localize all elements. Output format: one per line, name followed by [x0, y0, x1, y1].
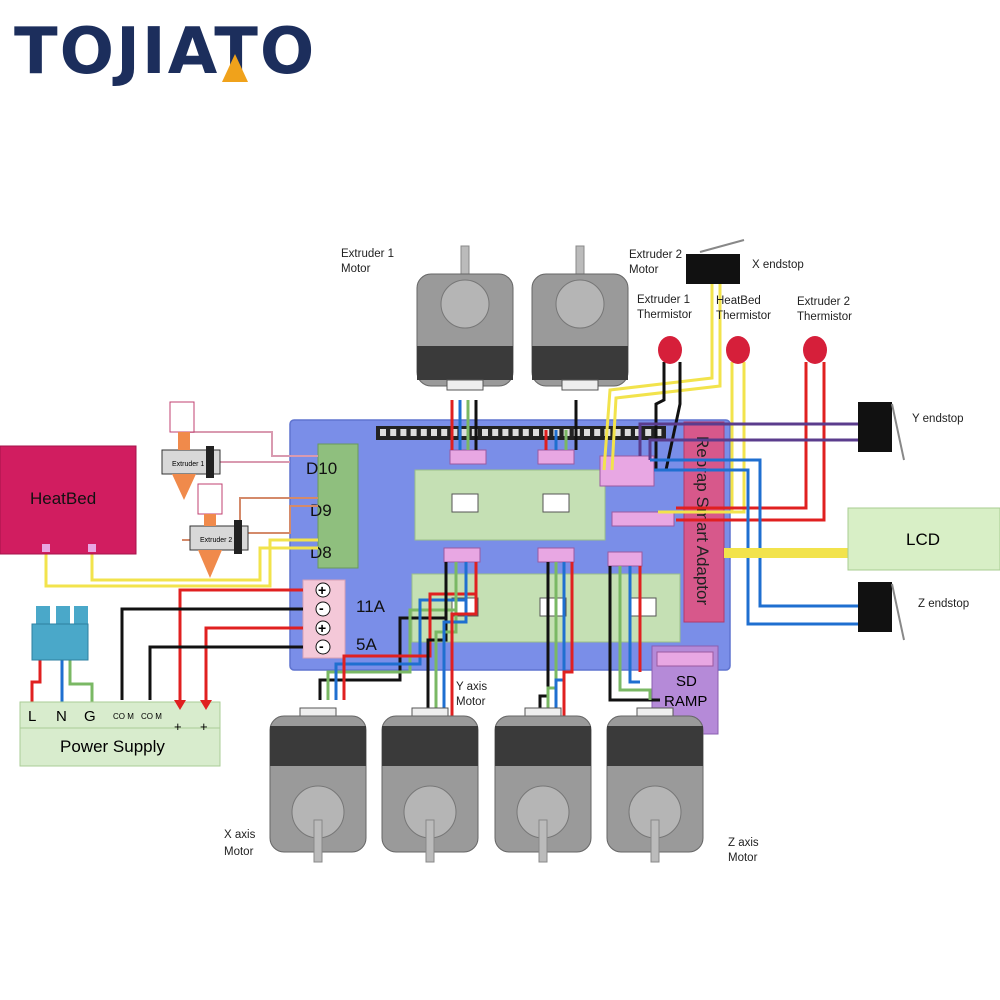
psu-terminal-l: L: [28, 708, 36, 725]
lcd-label: LCD: [906, 530, 940, 549]
header-pin: [584, 429, 590, 436]
power-label-5a: 5A: [356, 635, 377, 654]
ramps-board: D10 D9 D8 + - + - 11A 5A: [289, 419, 731, 671]
y-axis-motor: [381, 707, 479, 863]
y-axis-motor-label-2: Motor: [456, 696, 486, 708]
y-axis-motor-2: [494, 707, 592, 863]
polarity-plus-1: +: [318, 582, 326, 598]
y-axis-motor-label-1: Y axis: [456, 681, 487, 693]
thermistors: [658, 336, 827, 364]
header-pin: [400, 429, 407, 436]
polarity-minus-1: -: [319, 600, 324, 616]
extruder2-motor-label-2: Motor: [629, 264, 659, 276]
power-label-11a: 11A: [356, 597, 386, 616]
extruder2-motor-label-1: Extruder 2: [629, 249, 682, 261]
header-pin: [645, 429, 652, 436]
y-endstop: [858, 402, 905, 461]
z-endstop-label: Z endstop: [918, 598, 969, 610]
header-pin: [441, 429, 448, 436]
header-pin: [512, 429, 519, 436]
output-label-d8: D8: [310, 543, 332, 562]
header-pin: [461, 429, 468, 436]
header-pin: [614, 429, 621, 436]
header-pin: [522, 429, 529, 436]
smart-adaptor-board: [683, 421, 725, 623]
z-axis-motor-label-2: Motor: [728, 852, 758, 864]
mains-plug: [31, 606, 89, 661]
heatbed-thermistor-label-2: Thermistor: [716, 310, 771, 322]
psu-terminal-com-1: CO M: [113, 712, 134, 721]
heatbed-thermistor-label-1: HeatBed: [716, 295, 761, 307]
lcd-box: [847, 507, 1000, 571]
header-pin: [451, 429, 458, 436]
extruder1-heater: Extruder 1: [161, 401, 221, 500]
brand-logo: TOJIATO: [14, 15, 317, 89]
sd-ramp-label-2: RAMP: [664, 693, 707, 710]
x-axis-motor-label-1: X axis: [224, 829, 256, 841]
output-label-d9: D9: [310, 501, 332, 520]
extruder1-thermistor-label-2: Thermistor: [637, 309, 692, 321]
header-pin: [380, 429, 386, 436]
brand-logo-accent: [222, 54, 248, 82]
extruder2-thermistor-label-1: Extruder 2: [797, 296, 850, 308]
x-endstop: [686, 239, 745, 284]
header-pin: [420, 429, 427, 436]
y-endstop-label: Y endstop: [912, 413, 964, 425]
output-label-d10: D10: [306, 459, 337, 478]
header-pin: [390, 429, 397, 436]
header-pin: [655, 429, 662, 436]
motor-headers: [443, 449, 675, 567]
wires: [30, 264, 858, 718]
x-axis-motor-label-2: Motor: [224, 846, 254, 858]
x-axis-motor: [269, 707, 367, 863]
header-pin: [635, 429, 641, 436]
header-pin: [533, 429, 539, 436]
x-endstop-label: X endstop: [752, 259, 804, 271]
header-pin: [492, 429, 499, 436]
extruder1-motor-label-2: Motor: [341, 263, 371, 275]
psu-terminal-plus-1: +: [174, 719, 182, 734]
z-endstop: [858, 582, 905, 641]
polarity-markers: + - + -: [315, 582, 331, 655]
extruder2-heater-label: Extruder 2: [200, 537, 232, 544]
heatbed-label: HeatBed: [30, 489, 96, 508]
heatbed-box: [0, 445, 137, 555]
psu-terminal-n: N: [56, 708, 67, 725]
power-supply-label: Power Supply: [60, 737, 165, 756]
sd-ramp-label-1: SD: [676, 673, 697, 690]
polarity-plus-2: +: [318, 620, 326, 636]
driver-slots-top: [414, 469, 606, 541]
extruder1-thermistor-label-1: Extruder 1: [637, 294, 690, 306]
heatbed-terminal-2: [88, 544, 96, 552]
extruder1-heater-label: Extruder 1: [172, 461, 204, 468]
component-labels: Extruder 1 Motor Extruder 2 Motor X ends…: [224, 248, 969, 864]
header-pin: [431, 429, 437, 436]
header-pin-strip: [376, 426, 666, 440]
extruder2-heater: Extruder 2: [189, 483, 249, 578]
extruder1-motor-label-1: Extruder 1: [341, 248, 394, 260]
header-pin: [502, 429, 509, 436]
psu-terminal-com-2: CO M: [141, 712, 162, 721]
psu-arrows: [174, 700, 212, 710]
header-pin: [594, 429, 601, 436]
stepper-motors: [269, 245, 704, 863]
extruder1-motor: [416, 245, 514, 391]
power-supply-box: [19, 701, 221, 767]
header-pin: [410, 429, 417, 436]
extruder2-thermistor-label-2: Thermistor: [797, 311, 852, 323]
extruder2-motor: [531, 245, 629, 391]
z-axis-motor-label-1: Z axis: [728, 837, 759, 849]
header-pin: [482, 429, 488, 436]
psu-terminal-g: G: [84, 708, 96, 725]
polarity-minus-2: -: [319, 638, 324, 654]
heatbed-terminal-1: [42, 544, 50, 552]
psu-terminal-plus-2: +: [200, 719, 208, 734]
header-pin: [624, 429, 631, 436]
sd-ramp-header: [656, 651, 714, 667]
z-axis-motor: [606, 707, 704, 863]
